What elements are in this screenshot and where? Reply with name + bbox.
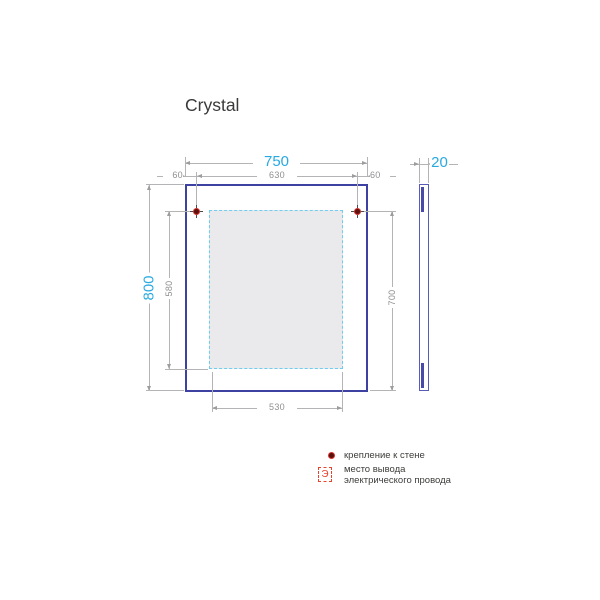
- arrowhead-down: [167, 364, 171, 369]
- arrowhead-left: [185, 161, 190, 165]
- dim-label-margin-left: 60: [163, 170, 183, 181]
- ext-line-mount-left: [196, 172, 197, 207]
- arrowhead-up: [390, 211, 394, 216]
- ext-line: [165, 211, 193, 212]
- arrowhead-up: [167, 211, 171, 216]
- dim-label: 530: [257, 402, 297, 413]
- ext-line-mount-right: [357, 172, 358, 207]
- dim-label: 800: [141, 272, 158, 304]
- ext-line: [146, 390, 184, 391]
- ext-line: [165, 369, 208, 370]
- dim-label: 750: [253, 154, 300, 170]
- ext-line: [367, 157, 368, 177]
- wall-mount-point-right: [351, 205, 364, 218]
- ext-line: [185, 157, 186, 177]
- mount-dot-icon: [193, 208, 200, 215]
- dim-label-630: 630: [257, 170, 297, 181]
- dim-label: 20: [430, 154, 449, 171]
- dim-label: 700: [387, 287, 398, 308]
- legend-electric-label-line1: место вывода: [344, 464, 406, 475]
- arrowhead-up: [147, 185, 151, 190]
- dim-label-margin-right: 60: [370, 170, 390, 181]
- ext-line: [419, 158, 420, 183]
- arrowhead-left: [212, 406, 217, 410]
- arrowhead: [414, 162, 419, 166]
- legend-mount-dot-icon: [328, 452, 335, 459]
- legend-electric-outlet-icon: Э: [318, 467, 332, 482]
- mount-dot-icon: [354, 208, 361, 215]
- arrowhead: [352, 174, 357, 178]
- product-title: Crystal: [185, 95, 240, 115]
- ext-line: [146, 184, 184, 185]
- dim-line-tail: [449, 164, 458, 165]
- dim-label: 580: [164, 278, 175, 299]
- ext-line: [212, 372, 213, 412]
- side-bracket-bottom: [421, 363, 424, 388]
- arrowhead-down: [390, 386, 394, 391]
- wall-mount-point-left: [190, 205, 203, 218]
- arrowhead: [197, 174, 202, 178]
- side-profile: [419, 184, 429, 391]
- legend-mount-label: крепление к стене: [344, 450, 425, 461]
- ext-line: [342, 372, 343, 412]
- backlight-zone: [209, 210, 343, 369]
- legend-electric-label-line2: электрического провода: [344, 475, 451, 486]
- arrowhead-right: [337, 406, 342, 410]
- side-bracket-top: [421, 187, 424, 212]
- arrowhead-down: [147, 386, 151, 391]
- arrowhead-right: [362, 161, 367, 165]
- ext-line: [370, 390, 396, 391]
- ext-line: [363, 211, 396, 212]
- ext-line: [428, 158, 429, 183]
